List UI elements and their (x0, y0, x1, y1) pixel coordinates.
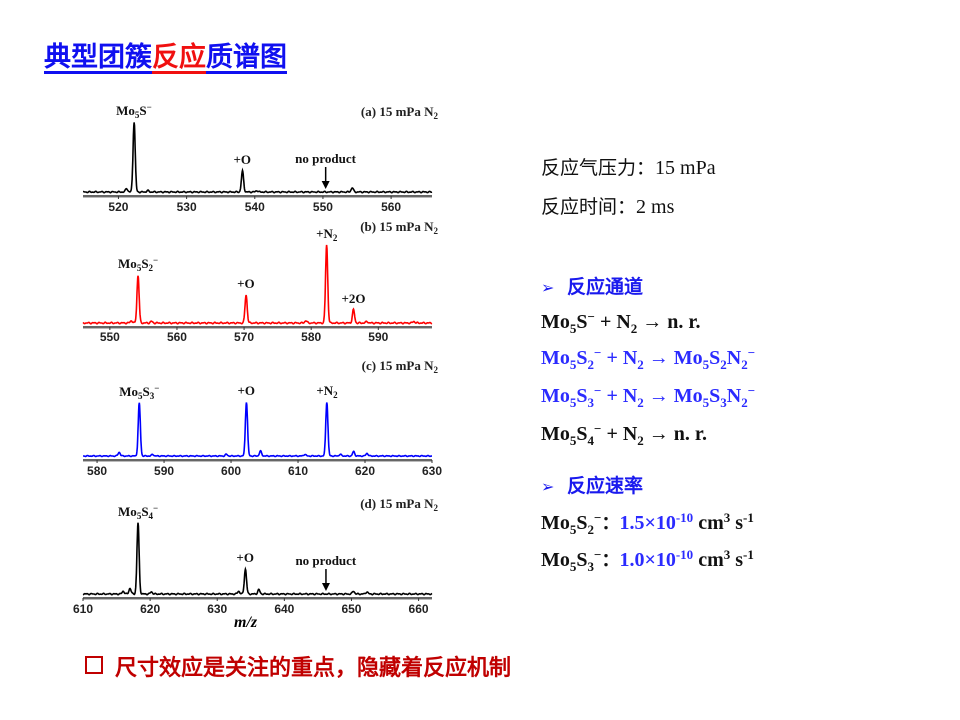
x-tick-label: 560 (381, 200, 402, 214)
x-tick-label: 600 (221, 464, 242, 478)
title-part-1: 典型团簇 (44, 42, 152, 73)
x-tick-label: 620 (354, 464, 376, 478)
rate-line: Mo5S3−：1.0×10-10 cm3 s-1 (541, 546, 754, 574)
title-part-2: 反应 (152, 42, 206, 73)
peak-annotation: +O (233, 152, 252, 167)
rate-value: 1.0×10-10 (619, 547, 694, 571)
rate-line: Mo5S2−：1.5×10-10 cm3 s-1 (541, 509, 754, 537)
channels-heading: ➢ 反应通道 (541, 272, 643, 299)
arrowhead-icon (321, 181, 330, 189)
x-tick-label: 550 (312, 200, 333, 214)
conclusion-text: 尺寸效应是关注的重点，隐藏着反应机制 (115, 656, 512, 681)
rate-unit: cm3 s-1 (698, 547, 754, 571)
x-tick-label: 660 (408, 602, 429, 616)
x-tick-label: 640 (274, 602, 295, 616)
spectrum-trace-c (83, 402, 432, 458)
spectrum-trace-d (82, 522, 433, 596)
x-tick-label: 630 (207, 602, 228, 616)
x-tick-label: 630 (421, 464, 443, 478)
rates-heading-text: 反应速率 (567, 475, 644, 497)
channel-line: Mo5S4− + N2 → n. r. (541, 421, 707, 448)
rate-unit: cm3 s-1 (698, 510, 754, 534)
channel-line: Mo5S3− + N2 → Mo5S3N2− (541, 383, 756, 410)
arrowhead-bullet-icon: ➢ (541, 278, 555, 297)
spectrum-trace-b (82, 244, 433, 325)
x-tick-label: 530 (176, 200, 197, 214)
pressure-label: 反应气压力： (541, 157, 656, 179)
panel-condition-label: (d) 15 mPa N2 (360, 496, 438, 513)
time-value: 2 ms (636, 196, 675, 218)
rates-heading: ➢ 反应速率 (541, 471, 643, 498)
x-tick-label: 580 (301, 330, 322, 344)
rate-separator: ： (601, 513, 620, 534)
x-tick-label: 620 (140, 602, 161, 616)
panel-condition-label: (c) 15 mPa N2 (361, 358, 438, 375)
spectrum-trace-a (83, 122, 433, 194)
x-tick-label: 570 (234, 330, 255, 344)
pressure-value: 15 mPa (655, 157, 716, 179)
hollow-square-bullet-icon (85, 656, 103, 674)
peak-annotation: no product (295, 553, 357, 568)
slide-title: 典型团簇反应质谱图 (44, 40, 287, 76)
peak-annotation: no product (295, 151, 356, 166)
title-part-3: 质谱图 (206, 42, 287, 73)
x-tick-label: 580 (87, 464, 108, 478)
conclusion: 尺寸效应是关注的重点，隐藏着反应机制 (85, 650, 511, 682)
x-tick-label: 610 (288, 464, 309, 478)
peak-annotation: +O (237, 275, 255, 291)
peak-annotation: +O (236, 550, 254, 566)
x-tick-label: 590 (368, 330, 389, 344)
peak-annotation: +N2 (316, 383, 338, 400)
peak-annotation: +O (237, 383, 255, 398)
x-tick-label: 540 (244, 200, 265, 214)
x-tick-label: 590 (154, 464, 175, 478)
x-tick-label: 610 (72, 602, 94, 616)
rate-species: Mo5S3− (541, 547, 602, 574)
arrowhead-icon (321, 583, 330, 591)
time-label: 反应时间： (541, 196, 637, 218)
peak-annotation: Mo5S4− (118, 503, 159, 521)
rate-separator: ： (601, 550, 620, 571)
channel-line: Mo5S2− + N2 → Mo5S2N2− (541, 345, 756, 372)
x-tick-label: 520 (108, 200, 129, 214)
channels-heading-text: 反应通道 (567, 276, 644, 298)
peak-annotation: Mo5S− (116, 102, 152, 120)
panel-condition-label: (b) 15 mPa N2 (360, 219, 438, 236)
peak-annotation: +N2 (316, 226, 338, 243)
x-tick-label: 650 (341, 602, 362, 616)
peak-annotation: Mo5S2− (118, 255, 159, 274)
x-tick-label: 560 (166, 330, 187, 344)
time-line: 反应时间：2 ms (541, 192, 674, 219)
peak-annotation: Mo5S3− (119, 383, 160, 402)
channel-line: Mo5S− + N2 → n. r. (541, 309, 701, 336)
arrowhead-bullet-icon: ➢ (541, 477, 555, 496)
panel-condition-label: (a) 15 mPa N2 (360, 104, 438, 121)
pressure-line: 反应气压力：15 mPa (541, 153, 716, 180)
rate-species: Mo5S2− (541, 510, 602, 537)
x-tick-label: 550 (99, 330, 120, 344)
rate-value: 1.5×10-10 (619, 510, 694, 534)
x-axis-label: m/z (234, 614, 258, 631)
peak-annotation: +2O (341, 290, 366, 306)
